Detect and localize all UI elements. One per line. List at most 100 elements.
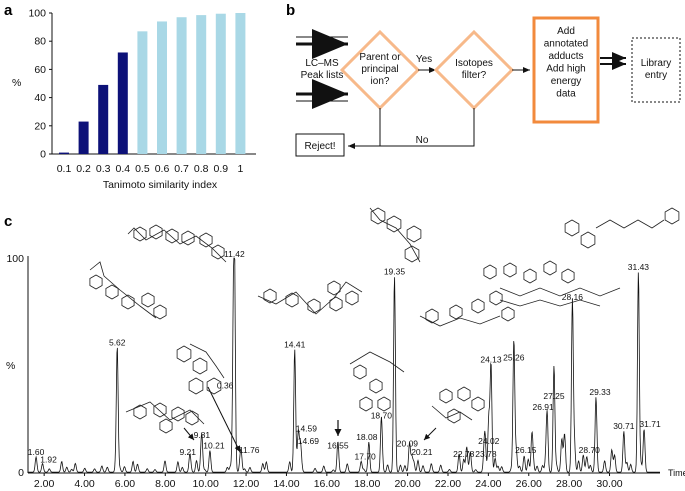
library-entry-box [631,37,681,103]
ring [359,396,373,412]
ring [580,231,596,249]
peak-label: 25.26 [503,352,525,362]
bond-chain [419,315,501,327]
x-axis-label: Tanimoto similarity index [103,179,218,191]
annotation-arrow [423,427,437,441]
y-axis-label: % [6,360,15,372]
peak-label: 28.16 [562,292,584,302]
peak-label: 9.21 [179,447,196,457]
x-tick-label: 0.6 [155,163,170,175]
peak-label: 18.08 [356,432,378,442]
peak-label: 17.70 [355,451,377,461]
bond-chain [89,261,157,319]
x-tick-label: 26.00 [516,478,542,490]
flavonoid-ring [404,245,420,263]
bar-1 [235,13,246,154]
ring [564,219,580,237]
x-tick-label: 14.00 [273,478,299,490]
ring [471,396,485,412]
peak-label: 27.25 [543,391,565,401]
ring [471,298,485,314]
peak-label: 9.81 [194,430,211,440]
annotation-arrow [183,427,195,441]
ring [133,404,147,420]
flavonoid-ring [370,207,386,225]
bond-chain [499,287,621,297]
x-tick-label: 2.00 [34,478,55,490]
bond-chain [127,227,227,263]
x-tick-label: 24.00 [475,478,501,490]
peak-label: 14.69 [298,436,320,446]
panel-label-a: a [4,2,13,19]
ring [89,274,103,290]
y-tick-label: 100 [6,253,24,265]
peak-label: 16.55 [327,441,349,451]
peak-label: 26.91 [532,402,554,412]
ring [483,264,497,280]
panel-label-b: b [286,2,295,19]
peak-label: 31.71 [639,419,661,429]
x-tick-label: 1 [237,163,243,175]
sugar-ring [211,244,225,260]
peak-label: 29.33 [589,387,611,397]
x-tick-label: 0.2 [76,163,91,175]
peak-label: 22.78 [453,449,475,459]
ring [307,298,321,314]
ring [285,292,299,308]
bond-chain [257,281,363,315]
panel-label-c: c [4,213,12,230]
y-tick-label: 0 [40,149,46,161]
x-tick-label: 0.1 [57,163,72,175]
ring [141,292,155,308]
bar-0.9 [215,13,226,154]
x-tick-label: 18.00 [354,478,380,490]
process-add-adducts [532,16,600,124]
y-axis-label: % [12,77,21,89]
ring [523,268,537,284]
x-tick-label: 30.00 [596,478,622,490]
bar-0.2 [78,121,89,154]
peak-label: 10.21 [203,441,225,451]
y-tick-label: 80 [34,36,46,48]
bar-0.3 [98,84,109,154]
bar-0.8 [196,15,207,154]
ring [176,345,192,363]
chromatogram-trace [28,257,660,473]
ring [561,268,575,284]
x-tick-label: 0.4 [115,163,130,175]
flavonoid-ring [386,215,402,233]
peak-label: 11.76 [239,445,260,455]
y-tick-label: 100 [28,8,46,20]
ring [185,410,199,426]
y-tick-label: 60 [34,64,46,76]
ring [153,304,167,320]
ring [206,377,222,395]
x-tick-label: 20.00 [394,478,420,490]
bar-0.7 [176,17,187,155]
peak-label: 19.35 [384,266,406,276]
sugar-ring [181,230,195,246]
x-tick-label: 10.00 [193,478,219,490]
ring [439,388,453,404]
ring [369,378,383,394]
x-tick-label: 0.9 [213,163,228,175]
peak-label: 18.70 [371,410,393,420]
peak-label: 14.59 [296,423,318,433]
ring [329,296,343,312]
ring [345,290,359,306]
x-tick-label: 16.00 [314,478,340,490]
ring [664,207,680,225]
peak-label: 24.13 [480,355,502,365]
y-tick-label: 0 [18,467,24,479]
peak-label: 30.71 [613,421,635,431]
x-tick-label: 0.8 [194,163,209,175]
label-no: No [416,135,429,146]
peak-label: 28.70 [579,445,601,455]
